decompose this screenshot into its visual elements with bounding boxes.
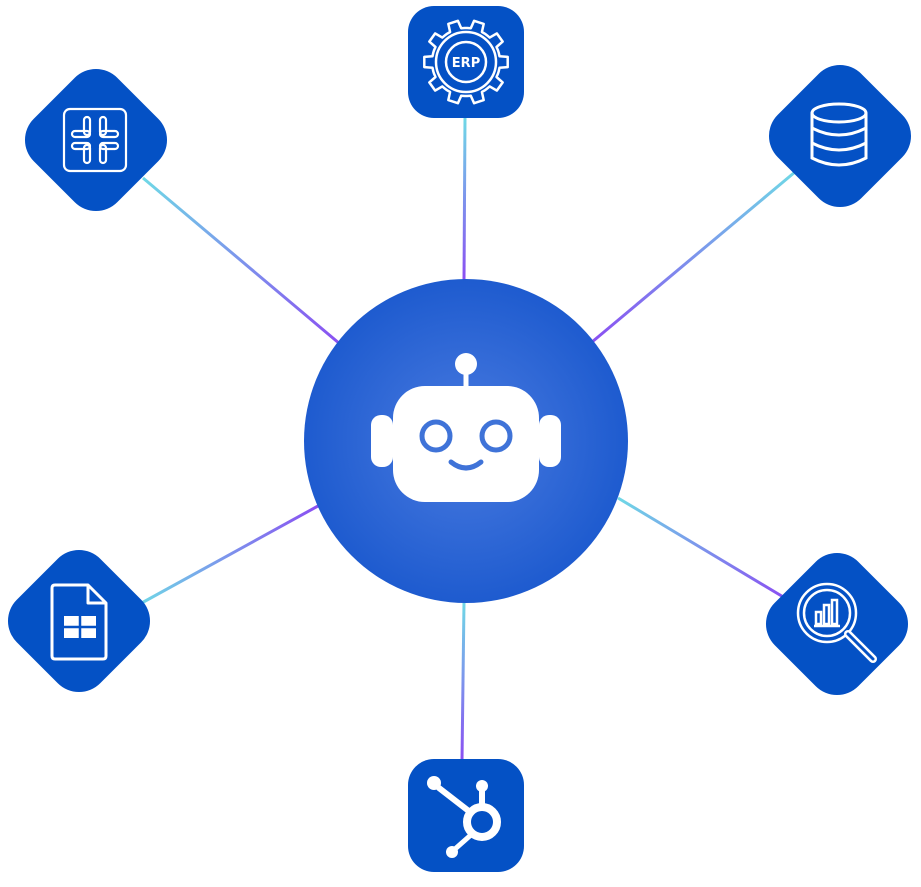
hubspot-icon: [427, 776, 501, 858]
connector-database: [591, 170, 796, 344]
connector-erp: [462, 117, 467, 281]
node-analytics[interactable]: [754, 541, 921, 708]
robot-icon: [371, 353, 561, 502]
erp-gear-icon: ERP: [423, 19, 509, 105]
node-slack[interactable]: [13, 57, 180, 224]
node-database[interactable]: [757, 53, 921, 220]
erp-label: ERP: [452, 56, 480, 71]
analytics-search-icon: [796, 582, 877, 663]
spreadsheet-icon: [50, 583, 108, 661]
node-sheets[interactable]: [0, 538, 162, 705]
connector-sheets: [137, 504, 319, 607]
connector-hubspot: [460, 601, 466, 761]
database-icon: [810, 102, 868, 167]
node-slack-tile: [24, 68, 168, 212]
connector-slack: [142, 176, 341, 346]
hub-node[interactable]: [304, 279, 628, 603]
connectors: [137, 117, 796, 761]
node-hubspot[interactable]: [408, 759, 524, 872]
connector-analytics: [617, 496, 786, 600]
slack-icon: [62, 107, 128, 173]
node-erp[interactable]: ERP: [408, 6, 524, 118]
